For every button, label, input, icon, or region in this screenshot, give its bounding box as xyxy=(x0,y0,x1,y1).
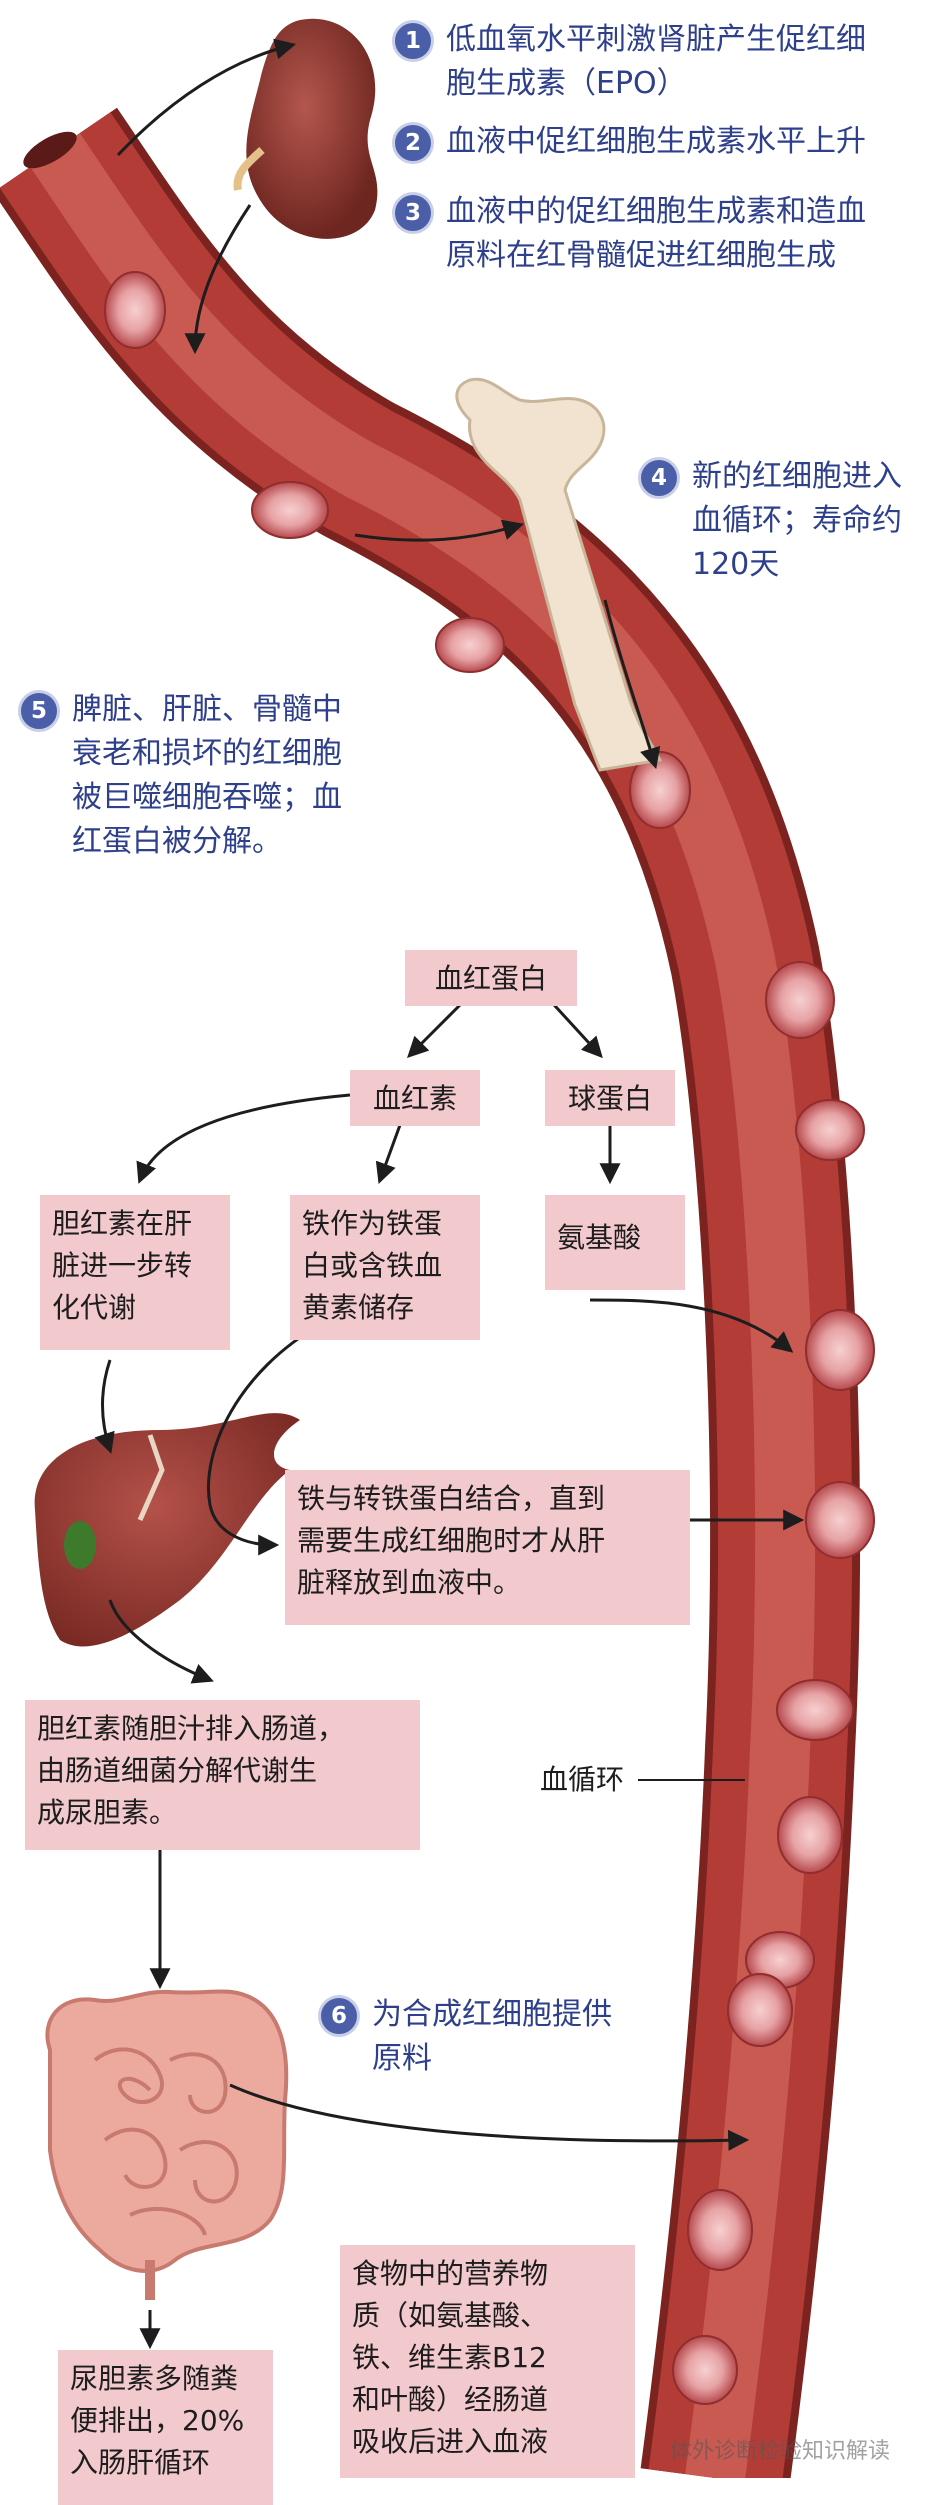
box-hemoglobin: 血红蛋白 xyxy=(405,950,577,1006)
bone-illustration xyxy=(455,377,663,772)
step-3: 3 血液中的促红细胞生成素和造血 原料在红骨髓促进红细胞生成 xyxy=(392,190,866,278)
step-6-badge: 6 xyxy=(318,1995,360,2037)
box-heme: 血红素 xyxy=(350,1070,480,1126)
step-5-badge: 5 xyxy=(18,690,60,732)
step-2: 2 血液中促红细胞生成素水平上升 xyxy=(392,120,866,164)
step-3-badge: 3 xyxy=(392,192,434,234)
box-bilirubin-liver: 胆红素在肝 脏进一步转 化代谢 xyxy=(40,1195,230,1350)
step-2-text: 血液中促红细胞生成素水平上升 xyxy=(446,124,866,159)
step-2-badge: 2 xyxy=(392,122,434,164)
box-amino-acids: 氨基酸 xyxy=(545,1195,685,1290)
box-bile: 胆红素随胆汁排入肠道， 由肠道细菌分解代谢生 成尿胆素。 xyxy=(25,1700,420,1850)
box-transferrin: 铁与转铁蛋白结合，直到 需要生成红细胞时才从肝 脏释放到血液中。 xyxy=(285,1470,690,1625)
step-6: 6 为合成红细胞提供 原料 xyxy=(318,1993,612,2081)
step-5-text: 脾脏、肝脏、骨髓中 衰老和损坏的红细胞 被巨噬细胞吞噬；血 红蛋白被分解。 xyxy=(72,692,342,859)
box-urobilin: 尿胆素多随粪 便排出，20% 入肠肝循环 xyxy=(58,2350,273,2505)
watermark: 体外诊断检验知识解读 xyxy=(670,2439,891,2464)
step-4-text: 新的红细胞进入 血循环；寿命约 120天 xyxy=(692,459,902,582)
box-iron-storage: 铁作为铁蛋 白或含铁血 黄素储存 xyxy=(290,1195,480,1340)
red-blood-cells xyxy=(104,271,875,2405)
step-1-badge: 1 xyxy=(392,20,434,62)
step-4-badge: 4 xyxy=(638,457,680,499)
box-nutrients: 食物中的营养物 质（如氨基酸、 铁、维生素B12 和叶酸）经肠道 吸收后进入血液 xyxy=(340,2245,635,2478)
step-4: 4 新的红细胞进入 血循环；寿命约 120天 xyxy=(638,455,902,587)
intestine-illustration xyxy=(45,1989,289,2300)
step-3-text: 血液中的促红细胞生成素和造血 原料在红骨髓促进红细胞生成 xyxy=(446,194,866,273)
step-1-text: 低血氧水平刺激肾脏产生促红细 胞生成素（EPO） xyxy=(446,22,866,101)
kidney-illustration xyxy=(233,18,378,239)
circulation-label: 血循环 xyxy=(540,1763,625,1796)
step-6-text: 为合成红细胞提供 原料 xyxy=(372,1997,612,2076)
step-1: 1 低血氧水平刺激肾脏产生促红细 胞生成素（EPO） xyxy=(392,18,866,106)
step-5: 5 脾脏、肝脏、骨髓中 衰老和损坏的红细胞 被巨噬细胞吞噬；血 红蛋白被分解。 xyxy=(18,688,342,864)
liver-illustration xyxy=(34,1413,300,1647)
box-globin: 球蛋白 xyxy=(545,1070,675,1126)
